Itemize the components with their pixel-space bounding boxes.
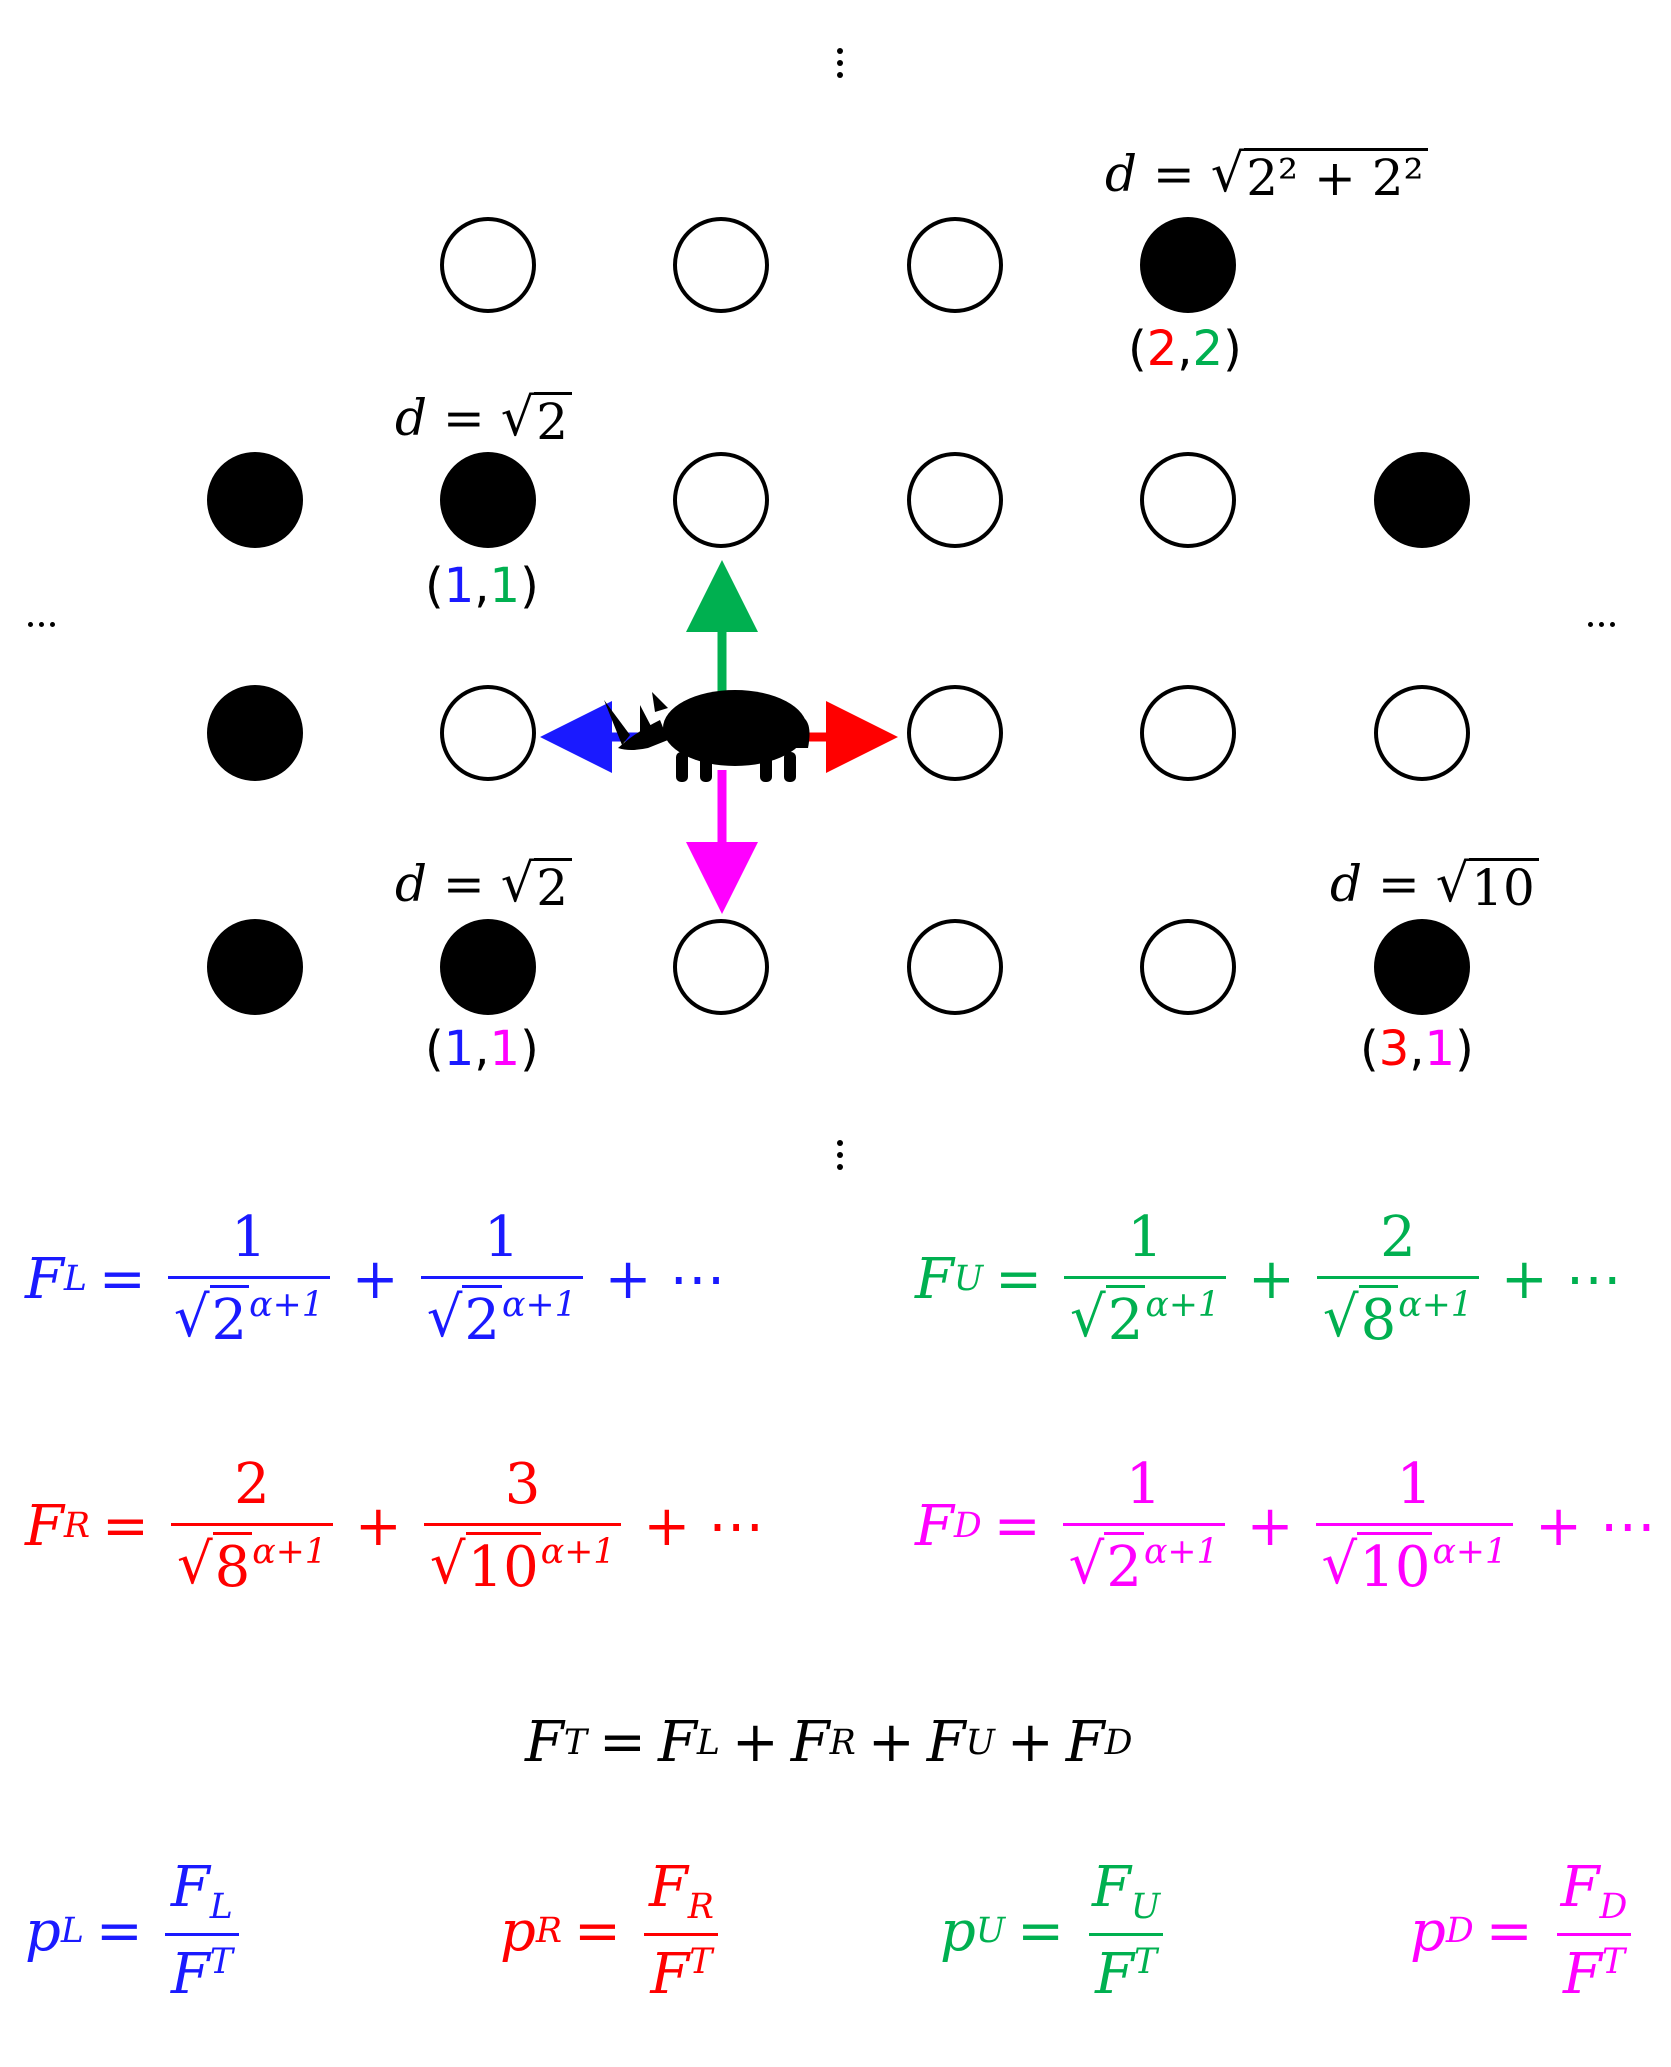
right-horizontal-ellipsis (1588, 612, 1621, 631)
coord-label-lower-right: (3,1) (1360, 1021, 1474, 1077)
grid-node-filled (207, 919, 303, 1015)
coord-label-top-right: (2,2) (1128, 321, 1242, 377)
grid-node-empty (673, 452, 769, 548)
distance-label-top-right: d = √2² + 2² (1105, 147, 1428, 203)
grid-node-empty (907, 685, 1003, 781)
grid-node-empty (673, 217, 769, 313)
top-vertical-ellipsis (835, 48, 845, 84)
grid-node-empty (1140, 685, 1236, 781)
grid-node-empty (1374, 685, 1470, 781)
grid-node-filled (1140, 217, 1236, 313)
grid-node-empty (907, 919, 1003, 1015)
coord-label-lower-left: (1,1) (425, 1021, 539, 1077)
bottom-vertical-ellipsis (835, 1140, 845, 1176)
grid-node-empty (1140, 919, 1236, 1015)
grid-node-empty (440, 217, 536, 313)
grid-node-filled (440, 919, 536, 1015)
grid-node-filled (207, 452, 303, 548)
grid-node-empty (440, 685, 536, 781)
direction-arrows (540, 560, 898, 914)
coord-label-upper-left: (1,1) (425, 558, 539, 614)
grid-node-empty (673, 919, 769, 1015)
rhino-icon (604, 690, 810, 782)
distance-label-lower-right: d = √10 (1330, 857, 1539, 913)
grid-node-filled (440, 452, 536, 548)
grid-node-filled (1374, 919, 1470, 1015)
distance-label-lower-left: d = √2 (395, 857, 573, 913)
grid-node-empty (907, 452, 1003, 548)
grid-node-empty (1140, 452, 1236, 548)
grid-node-filled (1374, 452, 1470, 548)
distance-label-upper-left: d = √2 (395, 391, 573, 447)
grid-node-filled (207, 685, 303, 781)
left-horizontal-ellipsis (28, 612, 61, 631)
grid-node-empty (907, 217, 1003, 313)
